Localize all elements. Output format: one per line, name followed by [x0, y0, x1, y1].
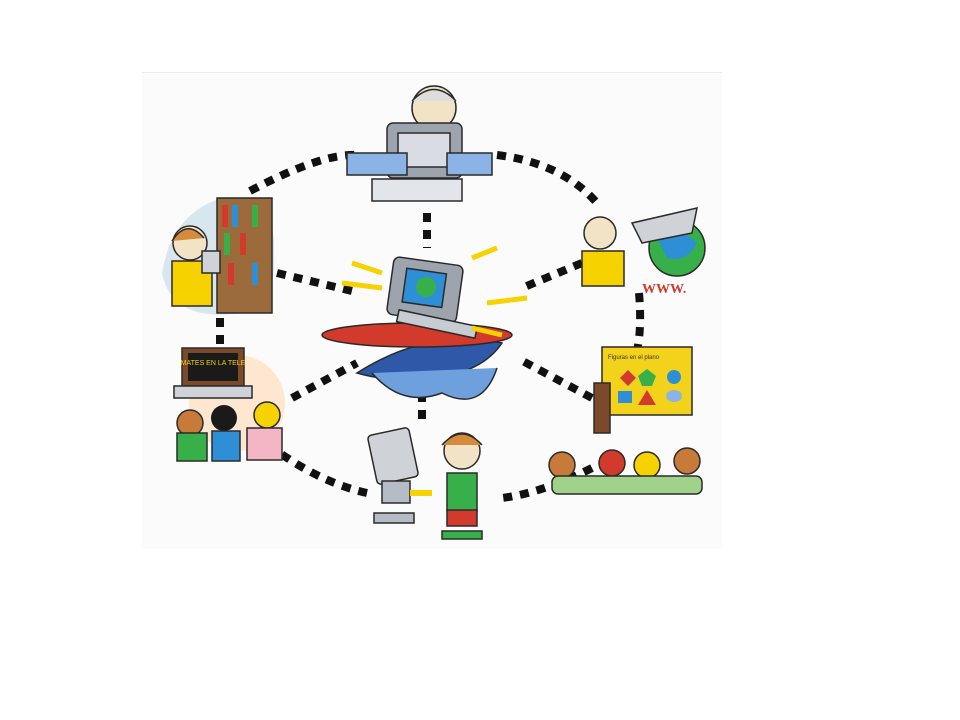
- robot-student-icon: [367, 427, 483, 540]
- graduate-globe-icon: WWW.: [581, 207, 706, 297]
- tv-caption: MATES EN LA TELE: [181, 360, 246, 367]
- ring-connector: [216, 150, 645, 502]
- board-caption: Figuras en el plano: [608, 355, 660, 361]
- dotted-connectors: [216, 150, 645, 502]
- programmer-icon: [346, 85, 493, 202]
- network-scene: WWW. Figuras en el plano: [162, 85, 706, 540]
- www-label: WWW.: [642, 282, 686, 297]
- tv-class-icon: MATES EN LA TELE: [173, 347, 285, 462]
- spoke-connectors: [276, 213, 594, 423]
- shapes-board-class-icon: Figuras en el plano: [548, 346, 703, 495]
- hub-computer-icon: [321, 245, 528, 400]
- network-illustration: WWW. Figuras en el plano: [142, 72, 722, 549]
- library-reader-icon: [162, 197, 275, 315]
